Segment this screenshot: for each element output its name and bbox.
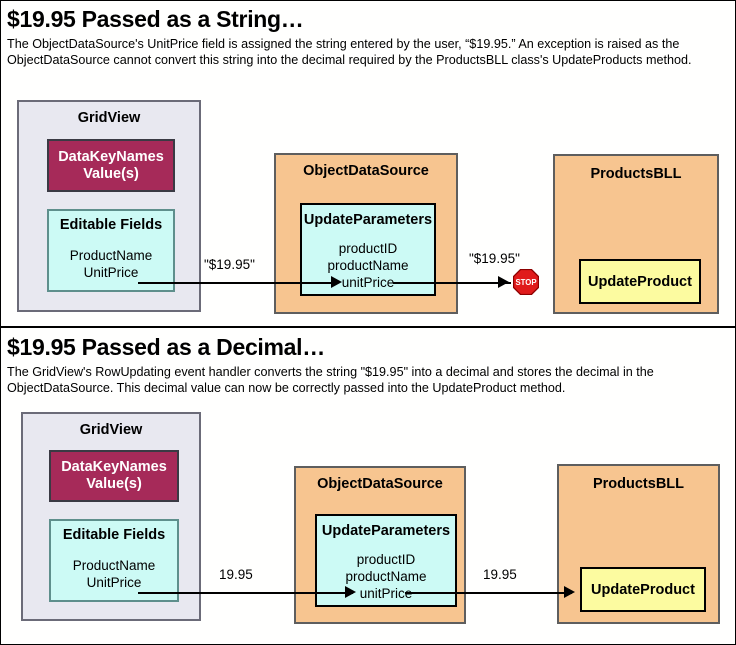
section-decimal: $19.95 Passed as a Decimal… The GridView… [1,326,735,644]
productsbll-box-decimal: ProductsBLL UpdateProduct [557,464,720,624]
updateparameters-title: UpdateParameters [303,212,433,228]
edge-label-ods-to-bll: "$19.95" [469,251,520,266]
productsbll-box-string: ProductsBLL UpdateProduct [553,154,719,314]
editable-field-productname: ProductName [69,248,153,263]
datakeynames-line1-2: DataKeyNames [61,459,167,475]
stop-sign-text: STOP [515,278,536,287]
param-productname: productName [327,258,409,273]
updateparameters-list: productID productName unitPrice [302,240,434,291]
datakeynames-line2-2: Value(s) [86,476,142,492]
param-productid-2: productID [356,552,416,567]
editable-field-productname-2: ProductName [72,558,156,573]
editable-fields-list-2: ProductName UnitPrice [51,557,177,591]
updateproduct-box-2: UpdateProduct [580,567,706,612]
editable-fields-box-2: Editable Fields ProductName UnitPrice [49,519,179,602]
objectdatasource-title: ObjectDataSource [303,163,429,179]
param-productname-2: productName [345,569,427,584]
editable-field-unitprice-2: UnitPrice [86,575,142,590]
editable-fields-list: ProductName UnitPrice [49,247,173,281]
connector-gridview-to-ods-2 [138,592,353,594]
stop-sign-icon: STOP [512,268,540,296]
gridview-title: GridView [77,110,141,126]
updateparameters-box-2: UpdateParameters productID productName u… [315,514,457,607]
gridview-box-string: GridView DataKeyNames Value(s) Editable … [17,100,201,312]
connector-ods-to-bll-2 [405,592,572,594]
section-divider [1,326,735,328]
editable-fields-title-2: Editable Fields [62,527,166,543]
edge-label-ods-to-bll-2: 19.95 [483,567,517,582]
connector-ods-to-bll [393,282,511,284]
datakeynames-line2: Value(s) [83,165,139,182]
productsbll-title-2: ProductsBLL [592,476,685,492]
editable-fields-box: Editable Fields ProductName UnitPrice [47,209,175,292]
section-title-decimal: $19.95 Passed as a Decimal… [7,334,325,360]
editable-fields-title: Editable Fields [59,217,163,233]
datakeynames-line1: DataKeyNames [58,148,164,165]
arrowhead-bll-input [564,586,575,598]
updateproduct-label: UpdateProduct [588,273,692,290]
updateparameters-title-2: UpdateParameters [321,523,451,539]
updateproduct-box: UpdateProduct [579,259,701,304]
edge-label-gridview-to-ods-2: 19.95 [219,567,253,582]
productsbll-title: ProductsBLL [590,166,682,182]
objectdatasource-box-decimal: ObjectDataSource UpdateParameters produc… [294,466,466,624]
arrowhead-ods-input [331,276,342,288]
updateproduct-label-2: UpdateProduct [591,581,695,598]
updateparameters-box: UpdateParameters productID productName u… [300,203,436,296]
section-description-decimal: The GridView's RowUpdating event handler… [7,365,654,395]
gridview-box-decimal: GridView DataKeyNames Value(s) Editable … [21,412,201,621]
gridview-title-2: GridView [79,422,143,438]
section-description-string: The ObjectDataSource's UnitPrice field i… [7,37,692,67]
arrowhead-blocked [498,276,509,288]
param-productid: productID [338,241,398,256]
updateparameters-list-2: productID productName unitPrice [317,551,455,602]
param-unitprice-2: unitPrice [359,586,413,601]
edge-label-gridview-to-ods: "$19.95" [204,257,255,272]
connector-gridview-to-ods [138,282,338,284]
objectdatasource-title-2: ObjectDataSource [317,476,443,492]
editable-field-unitprice: UnitPrice [83,265,139,280]
section-title-string: $19.95 Passed as a String… [7,6,304,32]
datakeynames-box: DataKeyNames Value(s) [47,139,175,192]
objectdatasource-box-string: ObjectDataSource UpdateParameters produc… [274,153,458,314]
arrowhead-ods-input-2 [345,586,356,598]
datakeynames-box-2: DataKeyNames Value(s) [49,450,179,502]
param-unitprice: unitPrice [341,275,395,290]
section-string: $19.95 Passed as a String… The ObjectDat… [1,1,735,326]
